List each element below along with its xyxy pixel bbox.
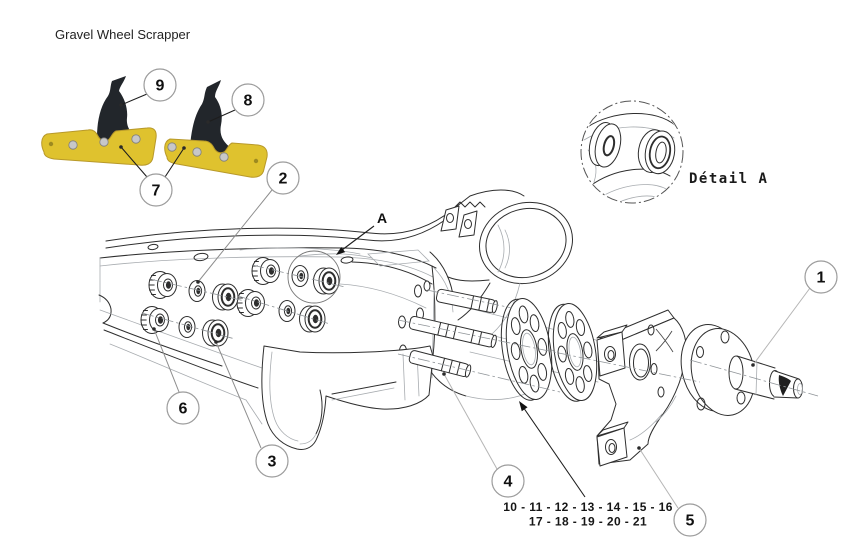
callout-1: 1 [804, 260, 838, 294]
svg-text:4: 4 [504, 474, 513, 491]
center-axes [141, 264, 819, 397]
label-a-leader [337, 225, 375, 254]
scraper-hole [253, 158, 259, 164]
callout-4: 4 [491, 464, 525, 498]
frame-fasteners [140, 257, 340, 347]
scraper-bar-right [164, 138, 268, 178]
leader-6 [153, 328, 180, 393]
wheel-studs [408, 288, 498, 378]
spacer-disc [500, 298, 553, 401]
frame-detail-label-a: A [377, 210, 387, 226]
scraper-assembly-right [164, 80, 268, 178]
scraper-hook-right [190, 80, 232, 156]
detail-ring-small [588, 121, 622, 168]
washer [188, 280, 206, 302]
scraper-hook-left [97, 76, 140, 145]
svg-text:5: 5 [686, 513, 695, 530]
scraper-bar-left [41, 127, 157, 166]
leader-2 [197, 189, 273, 283]
leader-7b [164, 147, 185, 178]
leader-8 [207, 109, 236, 123]
detail-view-label: Détail A [689, 171, 768, 187]
svg-text:2: 2 [279, 171, 288, 188]
scraper-bolt [167, 142, 177, 152]
scraper-bolt [68, 140, 78, 150]
callout-2: 2 [266, 161, 300, 195]
svg-text:7: 7 [152, 183, 161, 200]
svg-text:9: 9 [156, 78, 165, 95]
callout-9: 9 [143, 68, 177, 102]
scraper-bolt [219, 152, 229, 162]
part-numbers-arrowhead [519, 401, 528, 412]
bushing [312, 267, 340, 295]
scraper-hole [48, 141, 54, 147]
leader-3 [215, 341, 262, 449]
callout-7: 7 [139, 173, 173, 207]
label-a-arrowhead [336, 247, 346, 255]
svg-text:6: 6 [179, 401, 188, 418]
hub-spindle [680, 324, 803, 416]
bushing [211, 283, 239, 311]
leader-7a [120, 146, 148, 178]
flanged-nut [251, 257, 280, 285]
svg-text:8: 8 [244, 93, 253, 110]
part-numbers-row1: 10 - 11 - 12 - 13 - 14 - 15 - 16 [503, 500, 673, 514]
callout-3: 3 [255, 444, 289, 478]
page-title: Gravel Wheel Scrapper [55, 27, 191, 42]
leader-4 [443, 373, 498, 470]
part-numbers-row2: 17 - 18 - 19 - 20 - 21 [529, 515, 647, 529]
spindle-keyway [778, 375, 791, 396]
leader-9 [120, 93, 148, 106]
mounting-plate [596, 309, 687, 467]
frame-detail-circle [287, 250, 341, 304]
detail-ring-large [637, 129, 676, 175]
scraper-bolt [192, 147, 202, 157]
spacer-discs [500, 298, 598, 402]
spacer-disc [547, 302, 598, 402]
leader-5 [638, 447, 679, 509]
svg-text:1: 1 [817, 270, 826, 287]
leader-1 [752, 287, 811, 366]
leader-lines [119, 93, 811, 509]
scraper-bolt [131, 134, 141, 144]
svg-text:3: 3 [268, 454, 277, 471]
part-numbers-leader [520, 403, 586, 498]
callout-8: 8 [231, 83, 265, 117]
flanged-nut [148, 271, 177, 299]
detail-a-view: Détail A [580, 100, 768, 204]
callout-5: 5 [673, 503, 707, 537]
scraper-assembly-left [41, 76, 157, 166]
callouts: 1 2 3 4 5 6 7 8 [139, 68, 838, 537]
scraper-bolt [99, 137, 109, 147]
callout-6: 6 [166, 391, 200, 425]
